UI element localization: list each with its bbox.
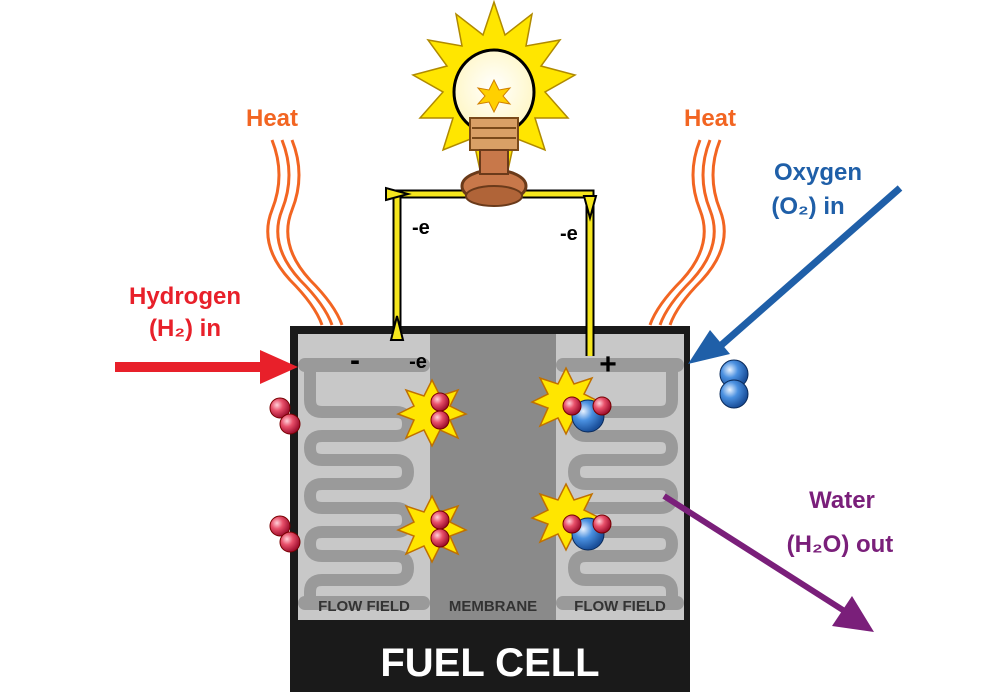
electron-arrow-right-icon — [582, 195, 598, 222]
fuel-cell-label: FUEL CELL — [380, 641, 599, 685]
hydrogen-label-line2: (H₂) in — [149, 315, 221, 342]
oxygen-label-line2: (O₂) in — [771, 193, 844, 220]
heat-right-label: Heat — [684, 105, 736, 132]
water-label-line1: Water — [809, 487, 875, 514]
heat-waves-right — [648, 139, 726, 326]
left-wire-electron-label: -e — [412, 217, 430, 239]
membrane-panel — [430, 334, 556, 620]
light-bulb-icon — [411, 0, 577, 207]
water-label-line2: (H₂O) out — [787, 531, 894, 558]
cathode-serpentine-channel — [567, 366, 679, 606]
hydrogen-molecule-icon — [269, 397, 301, 435]
hydrogen-label-line1: Hydrogen — [129, 283, 241, 310]
electron-arrow-left-icon — [385, 186, 412, 202]
anode-electron-label: -e — [409, 351, 427, 373]
heat-left-label: Heat — [246, 105, 298, 132]
hydrogen-in-arrow — [115, 350, 298, 384]
oxygen-in-arrow — [688, 185, 903, 364]
water-out-arrow — [662, 493, 874, 632]
oxygen-molecule-icon — [719, 359, 749, 409]
reaction-spark-icon — [396, 494, 468, 564]
anode-serpentine-channel — [303, 366, 415, 606]
heat-waves-left — [266, 139, 344, 326]
reaction-spark-icon — [396, 378, 468, 448]
fuel-cell-body: FLOW FIELD MEMBRANE FLOW FIELD FUEL CELL… — [290, 326, 690, 692]
right-wire-electron-label: -e — [560, 223, 578, 245]
anode-sign: - — [350, 344, 360, 377]
membrane-label: MEMBRANE — [449, 598, 537, 615]
flow-field-left-label: FLOW FIELD — [318, 598, 410, 615]
oxygen-label-line1: Oxygen — [774, 159, 862, 186]
water-molecule-icon — [530, 366, 612, 436]
external-circuit — [385, 186, 598, 356]
flow-field-right-label: FLOW FIELD — [574, 598, 666, 615]
hydrogen-molecule-icon — [269, 515, 301, 553]
electron-arrow-anode-icon — [389, 315, 405, 341]
cathode-sign: + — [599, 348, 617, 381]
water-molecule-icon — [530, 482, 612, 552]
